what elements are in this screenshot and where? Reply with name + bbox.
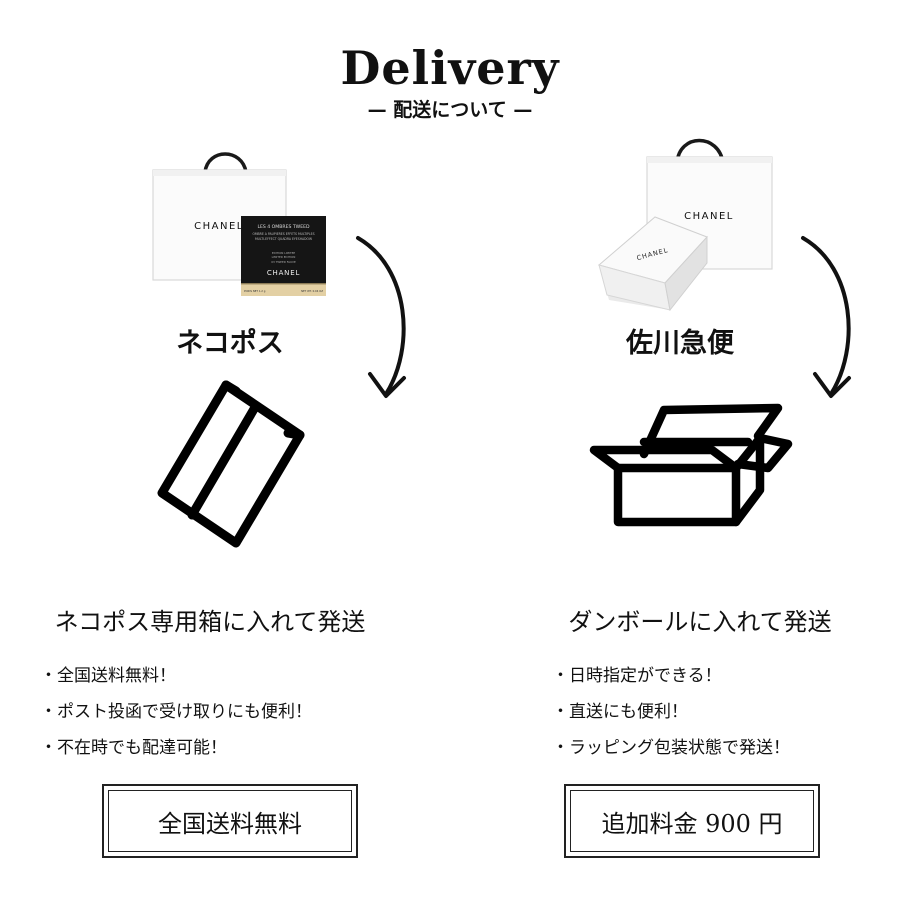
sagawa-headline: ダンボールに入れて発送 [568, 608, 832, 636]
svg-text:03 TWEED FAUVE: 03 TWEED FAUVE [271, 260, 296, 264]
sagawa-price-box: 追加料金 900 円 [564, 784, 820, 858]
page-title: Delivery [340, 41, 560, 95]
eyeshadow-box: LES 4 OMBRES TWEED OMBRE A PAUPIERES EFF… [241, 216, 326, 296]
nekopos-feature-list: 全国送料無料！ ポスト投函で受け取りにも便利！ 不在時でも配達可能！ [40, 658, 312, 766]
bag-handle [203, 152, 248, 173]
list-item: 直送にも便利！ [552, 694, 790, 730]
list-item: ポスト投函で受け取りにも便利！ [40, 694, 312, 730]
gift-box: CHANEL [597, 216, 708, 312]
nekopos-price-box: 全国送料無料 [102, 784, 358, 858]
bag-brand-text: CHANEL [194, 221, 244, 232]
nekopos-headline: ネコポス専用箱に入れて発送 [54, 608, 366, 636]
svg-text:MULTI-EFFECT QUADRA EYESHADOW: MULTI-EFFECT QUADRA EYESHADOW [255, 237, 312, 241]
svg-text:EDITION LIMITEE: EDITION LIMITEE [272, 251, 296, 255]
list-item: 全国送料無料！ [40, 658, 312, 694]
nekopos-price-label: 全国送料無料 [108, 790, 352, 852]
bag-handle [675, 138, 725, 164]
curved-arrow-icon [801, 236, 851, 398]
sagawa-feature-list: 日時指定ができる！ 直送にも便利！ ラッピング包装状態で発送！ [552, 658, 790, 766]
list-item: ラッピング包装状態で発送！ [552, 730, 790, 766]
curved-arrow-icon [356, 236, 406, 398]
sagawa-price-label: 追加料金 900 円 [570, 790, 814, 852]
page-subtitle: — 配送について — [367, 99, 533, 121]
list-item: 不在時でも配達可能！ [40, 730, 312, 766]
nekopos-product-photo: CHANEL LES 4 OMBRES TWEED OMBRE A PAUPIE… [152, 152, 326, 296]
bag-brand-text: CHANEL [684, 211, 734, 222]
svg-text:POIDS NET 1.2 g: POIDS NET 1.2 g [244, 289, 266, 293]
flat-box-icon [157, 380, 305, 548]
sagawa-product-photo: CHANEL CHANEL [597, 138, 773, 312]
open-cardboard-box-icon [589, 403, 793, 527]
method-name-sagawa: 佐川急便 [626, 328, 734, 359]
method-name-nekopos: ネコポス [176, 328, 284, 359]
svg-text:OMBRE A PAUPIERES EFFETS MULTI: OMBRE A PAUPIERES EFFETS MULTIPLES [252, 232, 314, 236]
svg-text:CHANEL: CHANEL [267, 269, 300, 277]
list-item: 日時指定ができる！ [552, 658, 790, 694]
svg-text:LES 4 OMBRES TWEED: LES 4 OMBRES TWEED [257, 224, 310, 230]
svg-text:LIMITED EDITION: LIMITED EDITION [272, 255, 296, 259]
svg-text:NET WT. 0.04 OZ: NET WT. 0.04 OZ [301, 289, 323, 293]
